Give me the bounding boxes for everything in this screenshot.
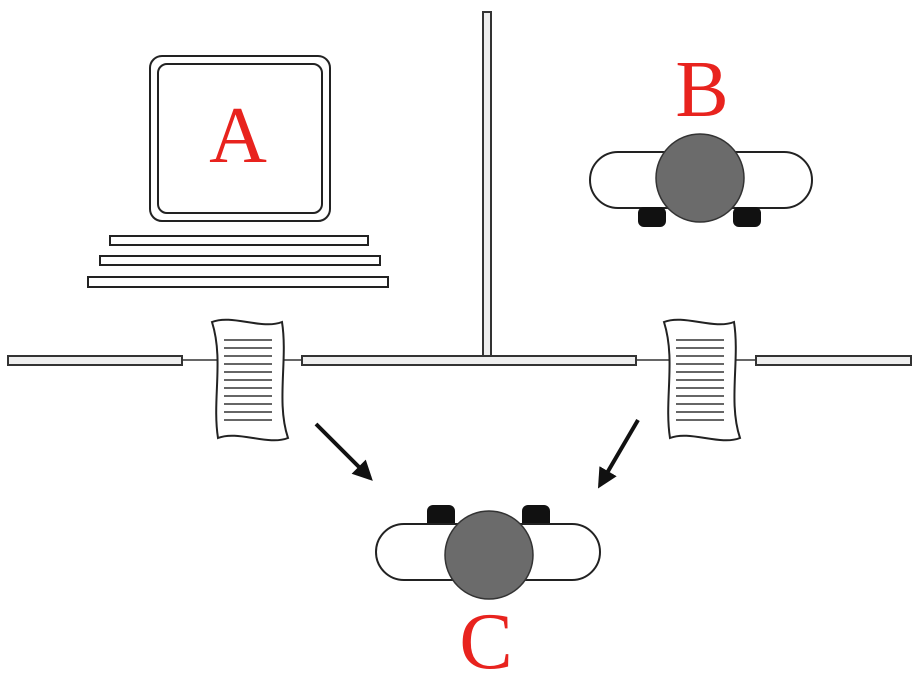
person-b-icon xyxy=(589,133,813,227)
arrow-down-left-icon xyxy=(597,418,640,489)
paper-sheet-left-icon xyxy=(210,318,290,442)
computer-monitor-icon xyxy=(87,55,389,288)
person-b-shoe-left xyxy=(638,207,666,227)
person-c-icon xyxy=(375,505,601,600)
label-b: B xyxy=(675,46,729,134)
keyboard-row-3 xyxy=(87,276,389,288)
keyboard-row-1 xyxy=(109,235,369,246)
label-c: C xyxy=(459,598,513,675)
monitor-screen xyxy=(157,63,323,214)
person-b-shoe-right xyxy=(733,207,761,227)
horizontal-wall-center xyxy=(301,355,637,366)
horizontal-wall-left xyxy=(7,355,183,366)
partition-walls xyxy=(7,11,912,366)
keyboard-row-2 xyxy=(99,255,381,266)
arrow-down-right-icon xyxy=(314,422,373,481)
horizontal-wall-right xyxy=(755,355,912,366)
paper-sheet-right-icon xyxy=(662,318,742,442)
label-a: A xyxy=(209,92,267,180)
vertical-wall xyxy=(482,11,492,361)
person-c-head xyxy=(444,510,534,600)
person-b-head xyxy=(655,133,745,223)
